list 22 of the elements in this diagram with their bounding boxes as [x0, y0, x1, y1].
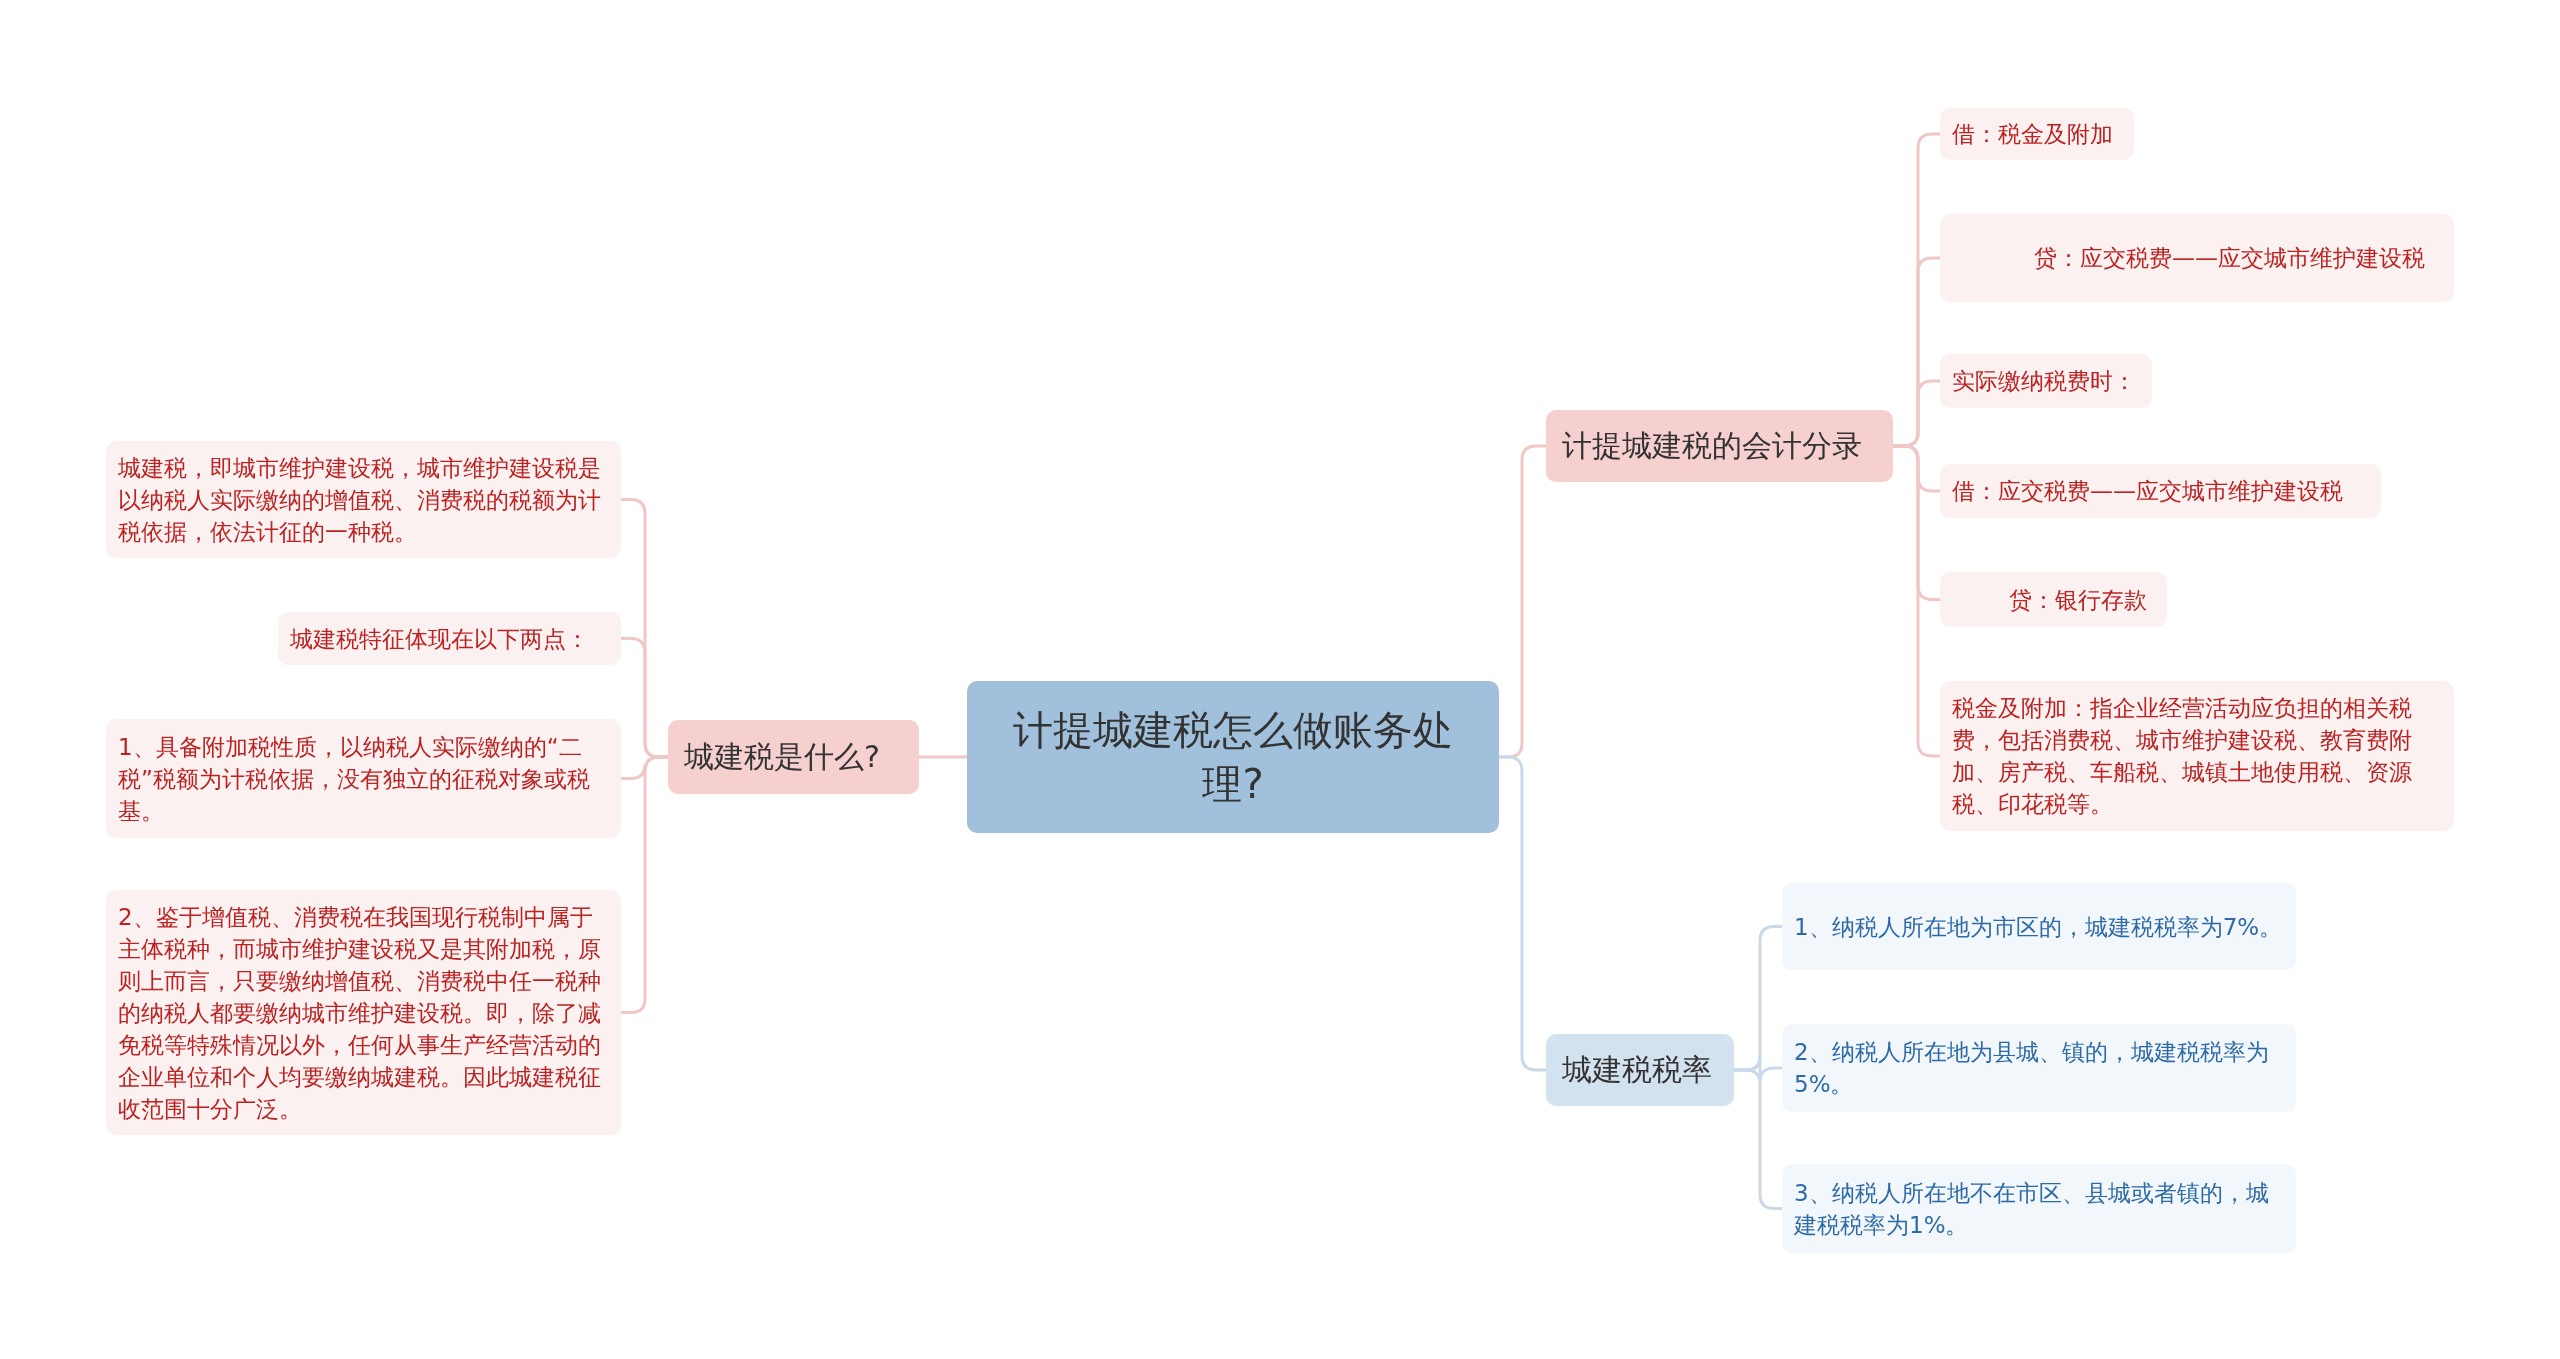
- central-topic-box: 计提城建税怎么做账务处理?: [967, 681, 1499, 833]
- branch-topic-box: 城建税是什么?: [668, 720, 919, 794]
- note-box: 借：税金及附加: [1940, 108, 2134, 160]
- branch-topic-box: 城建税税率: [1546, 1034, 1734, 1106]
- note-box: 2、鉴于增值税、消费税在我国现行税制中属于主体税种，而城市维护建设税又是其附加税，原则上而言，只要缴纳增值税、消费税中任一税种的纳税人都要缴纳城市维护建设税。即，除了减免税等特殊情况以外，任何从事生产经营活动的企业单位和个人均要缴纳城建税。因此城建税征收范围十分广泛。: [106, 890, 621, 1135]
- connector-line: [1734, 1068, 1782, 1210]
- note-box: 城建税特征体现在以下两点：: [278, 612, 621, 665]
- note-box: 1、具备附加税性质，以纳税人实际缴纳的“二税”税额为计税依据，没有独立的征税对象或税基。: [106, 719, 621, 838]
- note-box: 实际缴纳税费时：: [1940, 354, 2152, 408]
- note-box: 贷：应交税费——应交城市维护建设税: [1940, 214, 2454, 302]
- note-box: 借：应交税费——应交城市维护建设税: [1940, 464, 2381, 518]
- connector-line: [621, 755, 668, 1014]
- note-box: 2、纳税人所在地为县城、镇的，城建税税率为5%。: [1782, 1024, 2296, 1112]
- connector-line: [1893, 444, 1940, 758]
- note-box: 税金及附加：指企业经营活动应负担的相关税费，包括消费税、城市维护建设税、教育费附加、房产税、车船税、城镇土地使用税、资源税、印花税等。: [1940, 681, 2454, 831]
- note-box: 城建税，即城市维护建设税，城市维护建设税是以纳税人实际缴纳的增值税、消费税的税额为计税依据，依法计征的一种税。: [106, 441, 621, 558]
- note-box: 1、纳税人所在地为市区的，城建税税率为7%。: [1782, 883, 2296, 970]
- branch-topic-box: 计提城建税的会计分录: [1546, 410, 1893, 482]
- connector-line: [919, 755, 967, 759]
- note-box: 3、纳税人所在地不在市区、县城或者镇的，城建税税率为1%。: [1782, 1164, 2296, 1253]
- connector-line: [1499, 755, 1546, 1072]
- note-box: 贷：银行存款: [1940, 572, 2167, 627]
